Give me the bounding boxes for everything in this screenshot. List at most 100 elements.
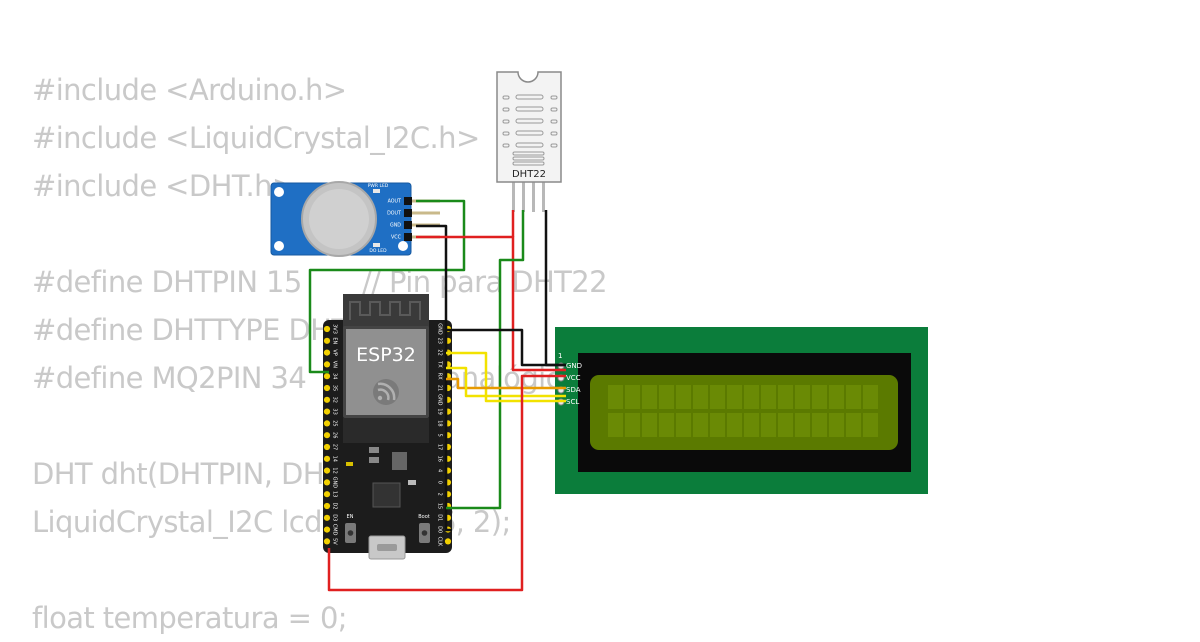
esp32-header-pin[interactable]	[323, 443, 331, 451]
esp32-header-pin[interactable]	[323, 538, 331, 545]
lcd-char-cell	[761, 413, 776, 437]
esp32-header-pin[interactable]	[323, 373, 331, 380]
mq2-mount-hole	[398, 241, 408, 251]
esp32-header-pin[interactable]	[444, 538, 452, 545]
esp32-pin-label: CMD	[332, 524, 338, 536]
lcd-char-cell	[625, 413, 640, 437]
wire-mq2-vcc-to-lcd-vcc[interactable]	[416, 235, 566, 372]
mq2-sensor-mesh	[309, 189, 369, 249]
micro-usb-socket	[377, 544, 397, 551]
lcd-char-cell	[642, 413, 657, 437]
wire-gpio22-to-lcd-scl[interactable]	[446, 351, 566, 403]
wires	[308, 199, 566, 592]
lcd-pin-label: SDA	[566, 386, 581, 394]
lcd-char-cell	[710, 385, 725, 409]
lcd-char-cell	[693, 385, 708, 409]
lcd-char-cell	[812, 385, 827, 409]
mq2-mount-hole	[274, 241, 284, 251]
mq2-pin-label: GND	[390, 223, 401, 229]
esp32-pin-label: GND	[437, 323, 443, 335]
lcd-char-cell	[863, 413, 878, 437]
esp32-pin-label: D2	[332, 502, 338, 509]
esp32-antenna-trace	[349, 301, 421, 320]
esp32-header-pin[interactable]	[323, 384, 331, 392]
en-button-cap	[347, 530, 354, 536]
esp32-header-pin[interactable]	[323, 491, 331, 498]
lcd-character-grid	[608, 385, 878, 437]
dht22-vent-slot	[512, 161, 545, 166]
mq2-header-pin[interactable]	[404, 209, 412, 217]
mq2-pin-label: VCC	[391, 235, 402, 241]
esp32-pin-label: 26	[332, 432, 338, 438]
esp32-header-pin[interactable]	[323, 526, 331, 533]
lcd-char-cell	[727, 385, 742, 409]
esp32-pin-label: 14	[332, 456, 338, 462]
esp32-header-pin[interactable]	[323, 325, 331, 333]
mq2-pin-label: DOUT	[387, 211, 401, 217]
esp32-header-pin[interactable]	[323, 420, 331, 427]
esp32-pin-label: 5V	[332, 538, 338, 545]
dht22-vent-slot	[512, 156, 545, 161]
lcd-char-cell	[608, 413, 623, 437]
esp32-pin-label: VN	[332, 361, 338, 368]
lcd-char-cell	[812, 413, 827, 437]
mq2-pwr-led	[373, 189, 380, 193]
lcd-char-cell	[829, 413, 844, 437]
lcd-char-cell	[846, 413, 861, 437]
esp32-pin-label: 18	[437, 420, 443, 426]
esp32-pin-label: EN	[332, 337, 338, 344]
esp32-header-pin[interactable]	[323, 349, 331, 356]
code-line: float temperatura = 0;	[32, 601, 348, 635]
esp32-header-pin[interactable]	[323, 432, 331, 439]
lcd-char-cell	[659, 413, 674, 437]
esp32-header-pin[interactable]	[323, 467, 331, 474]
wire-esp32-gnd-to-lcd-gnd[interactable]	[446, 328, 566, 367]
esp32-pin-label: 22	[437, 349, 443, 355]
esp32-pin-label: 17	[437, 444, 443, 450]
esp32-header-pin[interactable]	[323, 455, 331, 462]
lcd-char-cell	[625, 385, 640, 409]
esp32-pin-label: 12	[332, 467, 338, 473]
esp32-header-pin[interactable]	[323, 396, 331, 403]
mq2-header-pin[interactable]	[404, 233, 412, 241]
lcd-char-cell	[710, 413, 725, 437]
code-line: #include <Arduino.h>	[32, 73, 347, 107]
mq2-do-led-label: DO LED	[369, 248, 387, 254]
esp32-pin-label: D3	[332, 514, 338, 521]
lcd-char-cell	[846, 385, 861, 409]
esp32-header-pin[interactable]	[323, 337, 331, 344]
wire-dht22-data-to-gpio15[interactable]	[446, 210, 525, 510]
esp32-header-pin[interactable]	[323, 502, 331, 510]
esp32-header-pin[interactable]	[323, 514, 331, 521]
mq2-header-pin[interactable]	[404, 221, 412, 229]
lcd-char-cell	[829, 385, 844, 409]
esp32-header-pin[interactable]	[323, 479, 331, 486]
esp32-pin-label: 19	[437, 408, 443, 414]
voltage-regulator	[392, 452, 407, 470]
lcd-char-cell	[778, 385, 793, 409]
mq2-header-pin[interactable]	[404, 197, 412, 205]
dht22-lead	[522, 180, 525, 212]
smd-led	[346, 462, 353, 466]
wire-esp32-power-to-lcd-vcc[interactable]	[327, 374, 566, 592]
lcd-pin-label: SCL	[566, 398, 579, 406]
dht22-vent-slot	[550, 143, 558, 148]
lcd-char-cell	[744, 385, 759, 409]
dht22-sensor[interactable]: DHT22	[496, 71, 562, 212]
esp32-header-pin[interactable]	[323, 408, 331, 415]
dht22-vent-slot	[550, 131, 558, 136]
wire-mq2-aout-to-gpio34[interactable]	[308, 199, 466, 374]
lcd-char-cell	[608, 385, 623, 409]
wire-gpio21-to-lcd-sda[interactable]	[446, 377, 566, 390]
esp32-pin-label: TX	[437, 360, 443, 368]
wire-lcd-clock-branch[interactable]	[446, 366, 566, 398]
lcd-char-cell	[727, 413, 742, 437]
smd-component	[369, 457, 379, 463]
esp32-header-pin[interactable]	[323, 361, 331, 368]
esp32-pin-label: 25	[332, 420, 338, 426]
esp32-pin-label: 23	[437, 338, 443, 344]
